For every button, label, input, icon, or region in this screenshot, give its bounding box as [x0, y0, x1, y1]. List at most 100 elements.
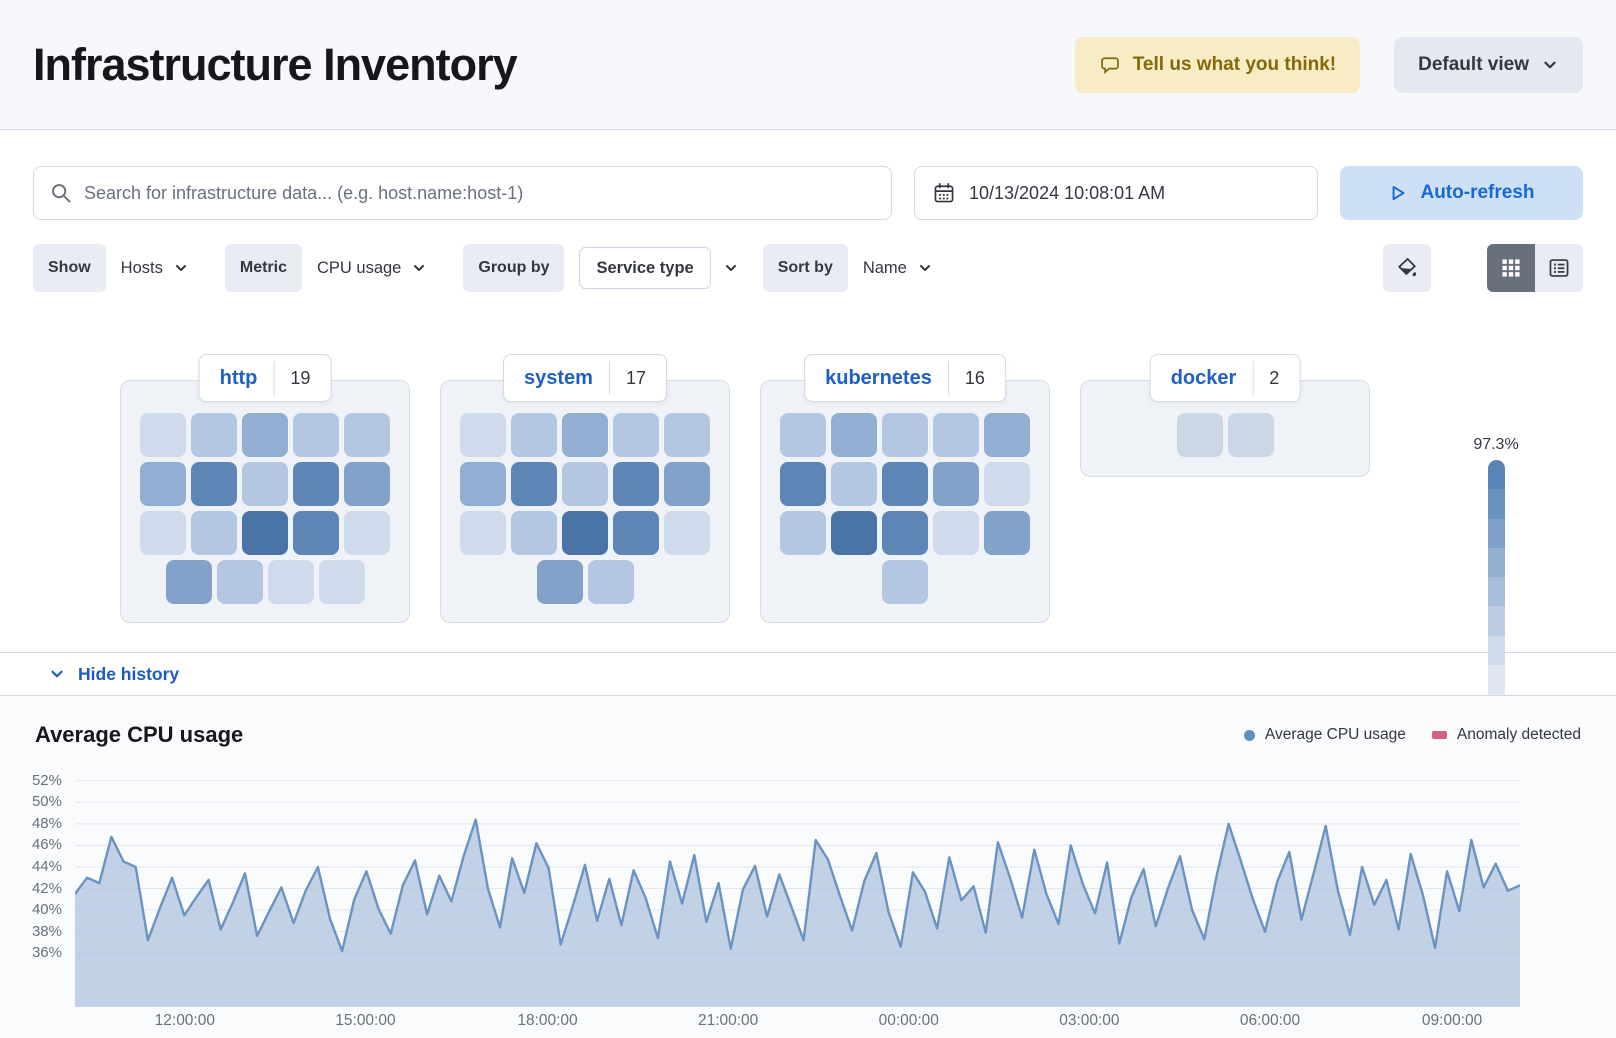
host-tile[interactable] [664, 511, 710, 555]
group-by-chevron[interactable] [723, 260, 739, 276]
host-tile[interactable] [242, 413, 288, 457]
metric-select[interactable]: CPU usage [302, 259, 439, 278]
host-tile[interactable] [267, 560, 314, 604]
host-tile[interactable] [242, 511, 288, 555]
host-tile[interactable] [140, 511, 186, 555]
host-tile[interactable] [984, 462, 1030, 506]
host-tile[interactable] [191, 413, 237, 457]
group-card [440, 380, 730, 623]
host-tile[interactable] [613, 462, 659, 506]
host-tile[interactable] [882, 511, 928, 555]
host-tile[interactable] [242, 462, 288, 506]
show-select[interactable]: Hosts [106, 259, 201, 278]
host-tile[interactable] [511, 413, 557, 457]
legend-step [1487, 547, 1505, 578]
host-tile[interactable] [460, 462, 506, 506]
group-name-link[interactable]: system [524, 366, 593, 389]
host-tile[interactable] [780, 462, 826, 506]
y-axis-label: 46% [31, 836, 62, 854]
host-tile[interactable] [831, 511, 877, 555]
host-tile[interactable] [216, 560, 263, 604]
host-tile[interactable] [536, 560, 583, 604]
host-tile[interactable] [293, 462, 339, 506]
host-tile[interactable] [780, 413, 826, 457]
legend-step [1487, 518, 1505, 548]
host-tile[interactable] [140, 462, 186, 506]
sort-by-control: Sort by Name [762, 244, 945, 292]
host-tile[interactable] [293, 413, 339, 457]
host-tile[interactable] [344, 511, 390, 555]
host-tile[interactable] [613, 511, 659, 555]
host-tile[interactable] [882, 462, 928, 506]
map-view-button[interactable] [1487, 244, 1535, 292]
group-by-value-pill[interactable]: Service type [579, 247, 711, 289]
host-tile[interactable] [562, 511, 608, 555]
host-tile[interactable] [511, 462, 557, 506]
palette-button[interactable] [1383, 244, 1431, 292]
host-tile[interactable] [587, 560, 634, 604]
x-axis-label: 00:00:00 [878, 1012, 939, 1029]
host-tile[interactable] [318, 560, 365, 604]
feedback-button[interactable]: Tell us what you think! [1074, 36, 1361, 93]
history-chart-section: Average CPU usage Average CPU usage Anom… [0, 695, 1616, 1038]
auto-refresh-button[interactable]: Auto-refresh [1340, 166, 1583, 220]
host-tile[interactable] [191, 511, 237, 555]
hide-history-link[interactable]: Hide history [48, 664, 179, 685]
host-tile[interactable] [344, 462, 390, 506]
host-tile[interactable] [984, 511, 1030, 555]
sort-by-select[interactable]: Name [848, 259, 945, 278]
host-tile[interactable] [831, 462, 877, 506]
host-tile[interactable] [882, 560, 928, 604]
filter-toolbar: Show Hosts Metric CPU usage Group by Ser… [0, 220, 1616, 292]
table-view-button[interactable] [1535, 244, 1583, 292]
host-tile[interactable] [293, 511, 339, 555]
host-tile[interactable] [613, 413, 659, 457]
host-tile[interactable] [780, 511, 826, 555]
group-name-link[interactable]: kubernetes [825, 366, 932, 389]
group-name-link[interactable]: docker [1170, 366, 1237, 389]
chevron-down-icon [725, 265, 736, 271]
host-tile[interactable] [562, 462, 608, 506]
y-axis-label: 42% [31, 879, 62, 897]
grid-view-icon [1502, 259, 1520, 277]
legend-step [1487, 577, 1505, 607]
host-tile[interactable] [933, 462, 979, 506]
host-tile[interactable] [460, 511, 506, 555]
view-mode-toggle [1487, 244, 1583, 292]
view-selector-button[interactable]: Default view [1394, 36, 1583, 93]
host-tile[interactable] [460, 413, 506, 457]
calendar-icon [933, 182, 955, 204]
area-chart-canvas [75, 780, 1520, 1007]
host-tile[interactable] [344, 413, 390, 457]
chevron-down-icon [1541, 56, 1559, 74]
legend-item-anomaly[interactable]: Anomaly detected [1431, 726, 1581, 744]
search-input[interactable] [84, 182, 875, 204]
host-tile[interactable] [984, 413, 1030, 457]
legend-item-cpu[interactable]: Average CPU usage [1243, 726, 1406, 744]
legend-step [1487, 665, 1505, 695]
host-tile[interactable] [1227, 413, 1274, 457]
legend-step [1487, 635, 1505, 666]
chart-legend: Average CPU usage Anomaly detected [1243, 726, 1581, 744]
host-tile[interactable] [511, 511, 557, 555]
y-axis-label: 52% [31, 771, 62, 789]
host-tile[interactable] [562, 413, 608, 457]
date-picker[interactable]: 10/13/2024 10:08:01 AM [914, 166, 1318, 220]
chevron-down-icon [919, 265, 930, 271]
host-tile[interactable] [882, 413, 928, 457]
host-tile[interactable] [165, 560, 212, 604]
host-tile[interactable] [1176, 413, 1223, 457]
host-tile[interactable] [933, 511, 979, 555]
host-tile[interactable] [933, 413, 979, 457]
group-name-link[interactable]: http [219, 366, 258, 389]
host-tile[interactable] [831, 413, 877, 457]
host-tile[interactable] [664, 413, 710, 457]
host-tile[interactable] [140, 413, 186, 457]
cpu-usage-chart[interactable] [75, 770, 1520, 1007]
pill-divider [947, 361, 949, 395]
host-tile[interactable] [191, 462, 237, 506]
host-tile[interactable] [664, 462, 710, 506]
